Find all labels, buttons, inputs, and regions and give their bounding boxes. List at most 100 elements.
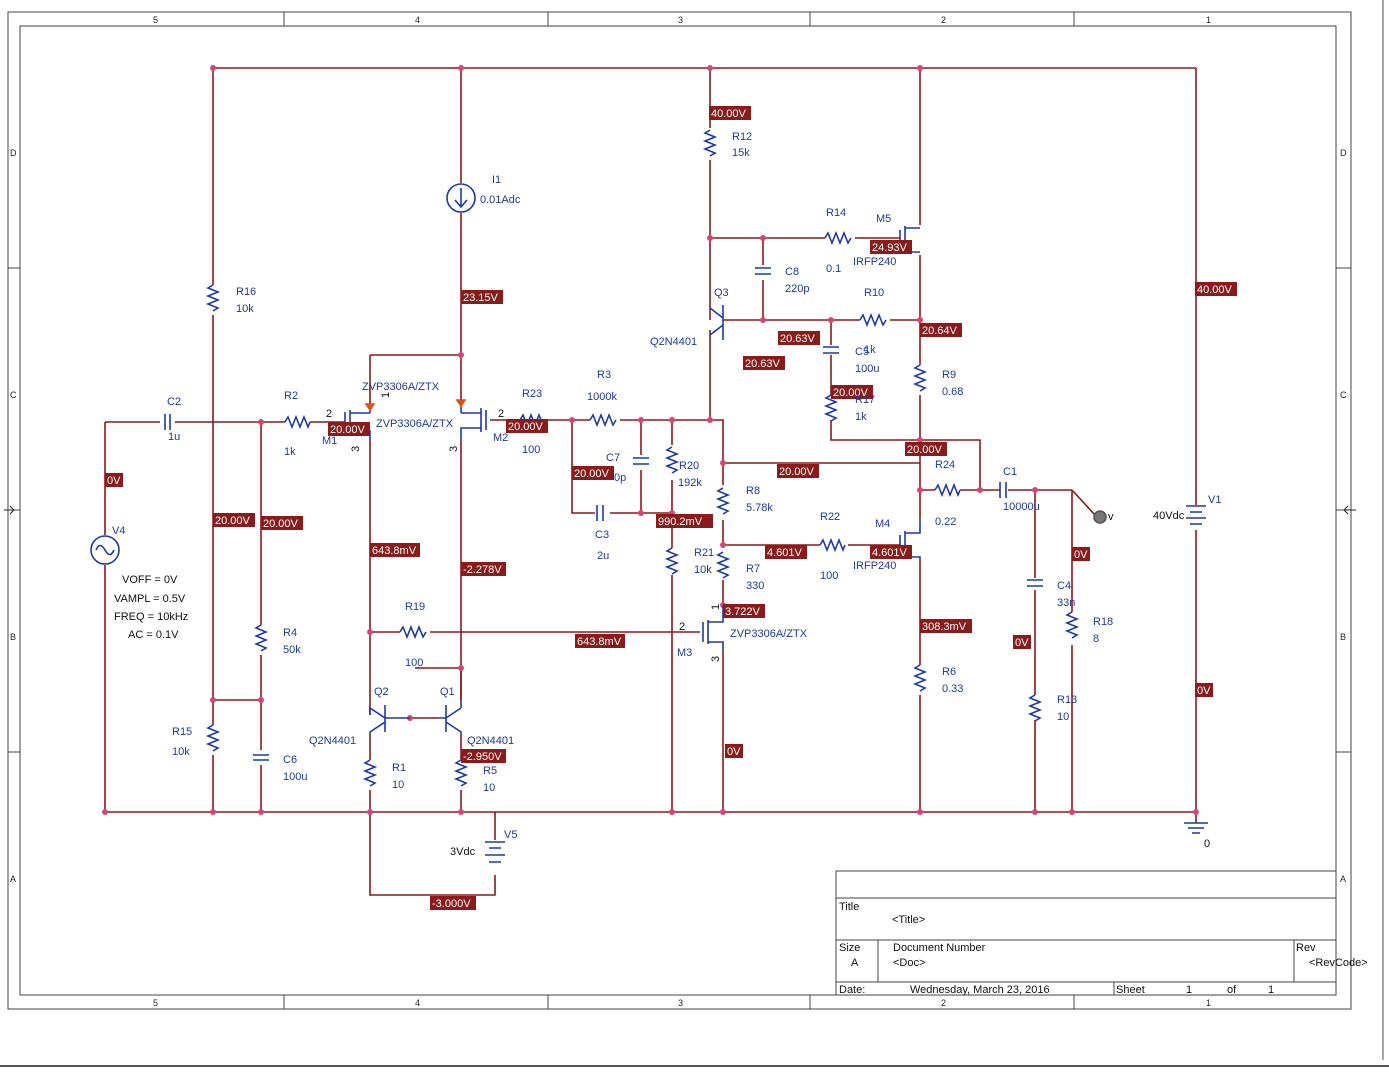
zone-row-left-c: C (10, 390, 17, 400)
voltage-marker: 20.00V (905, 442, 947, 456)
voltage-marker-text: 0V (1197, 685, 1211, 697)
value-r5: 10 (483, 782, 495, 794)
label-r13: R13 (1057, 694, 1077, 706)
label-r6: R6 (942, 666, 956, 678)
component-symbols (90, 129, 1208, 863)
value-r16: 10k (236, 303, 254, 315)
label-r10: R10 (864, 287, 884, 299)
v1-battery-symbol (1186, 505, 1206, 525)
value-v5: 3Vdc (450, 846, 476, 858)
r16-resistor-symbol (205, 284, 221, 312)
label-r7: R7 (746, 563, 760, 575)
voltage-marker: 40.00V (1195, 282, 1237, 296)
voltage-marker-text: 20.00V (330, 424, 366, 436)
value-r12: 15k (732, 147, 750, 159)
r10-resistor-symbol (859, 312, 887, 328)
ground-symbol (1184, 822, 1208, 834)
label-r3: R3 (597, 369, 611, 381)
value-r7: 330 (746, 580, 764, 592)
v4-parameters: VOFF = 0V VAMPL = 0.5V FREQ = 10kHz AC =… (114, 574, 188, 641)
voltage-marker-text: 20.64V (922, 325, 958, 337)
value-c2: 1u (168, 431, 180, 443)
voltage-marker: 20.00V (777, 464, 819, 478)
voltage-marker-text: 20.63V (745, 358, 781, 370)
zone-row-right-c: C (1340, 390, 1347, 400)
size-label: Size (839, 942, 860, 954)
value-c4: 33n (1057, 597, 1075, 609)
value-r24: 0.22 (935, 516, 956, 528)
label-r8: R8 (746, 485, 760, 497)
voltage-marker-text: 0V (1015, 637, 1029, 649)
label-r9: R9 (942, 369, 956, 381)
q3-transistor-symbol (709, 305, 724, 340)
date-value: Wednesday, March 23, 2016 (910, 984, 1050, 996)
zone-row-right-a: A (1340, 874, 1346, 884)
voltage-marker: 20.00V (831, 385, 873, 399)
value-i1: 0.01Adc (480, 194, 521, 206)
voltage-marker-text: 40.00V (1197, 284, 1233, 296)
voltage-marker-text: 20.00V (779, 466, 815, 478)
label-r24: R24 (935, 459, 955, 471)
label-r1: R1 (392, 762, 406, 774)
r6-resistor-symbol (912, 664, 928, 692)
voltage-marker: 643.8mV (370, 543, 420, 557)
voltage-marker: 23.15V (461, 290, 503, 304)
label-q2: Q2 (374, 686, 389, 698)
label-r14: R14 (826, 207, 846, 219)
label-q3: Q3 (714, 287, 729, 299)
label-c2: C2 (167, 396, 181, 408)
voltage-marker: 0V (1013, 635, 1031, 649)
voltage-marker: 308.3mV (920, 619, 972, 633)
value-r3: 1000k (587, 391, 617, 403)
rev-value: <RevCode> (1309, 957, 1368, 969)
zone-col-bottom-2: 2 (941, 998, 946, 1008)
label-m1: M1 (322, 435, 337, 447)
voltage-marker-text: 23.15V (463, 292, 499, 304)
voltage-marker: 0V (105, 473, 123, 487)
r4-resistor-symbol (253, 624, 269, 652)
value-r4: 50k (283, 644, 301, 656)
sheet-value: 1 (1186, 984, 1192, 996)
sheet-frame: 5 4 3 2 1 5 4 3 2 1 D C B A D C B A (4, 11, 1356, 1010)
label-r18: R18 (1093, 616, 1113, 628)
label-v4: V4 (112, 525, 125, 537)
sheet-label: Sheet (1116, 984, 1145, 996)
voltage-marker-text: 0V (727, 746, 741, 758)
m2-mosfet-symbol (460, 408, 487, 440)
value-q3: Q2N4401 (650, 336, 697, 348)
voltage-marker-text: 40.00V (711, 108, 747, 120)
value-r15: 10k (172, 746, 190, 758)
zone-col-bottom-3: 3 (678, 998, 683, 1008)
label-r23: R23 (522, 388, 542, 400)
m3-pin-2: 2 (679, 621, 685, 633)
r2-resistor-symbol (284, 414, 311, 430)
value-r6: 0.33 (942, 683, 963, 695)
value-r22: 100 (820, 570, 838, 582)
label-r22: R22 (820, 511, 840, 523)
c2-capacitor-symbol (164, 414, 171, 430)
m2-pin-2: 2 (498, 408, 504, 420)
r5-resistor-symbol (453, 759, 469, 787)
value-r19: 100 (405, 657, 423, 669)
r12-resistor-symbol (702, 129, 718, 157)
voltage-marker-text: 20.63V (780, 333, 816, 345)
size-value: A (851, 957, 859, 969)
label-r16: R16 (236, 286, 256, 298)
label-c6: C6 (283, 754, 297, 766)
probe-label: v (1108, 511, 1114, 523)
voltage-marker-text: 0V (107, 475, 121, 487)
m3-pin-1: 1 (710, 604, 722, 610)
voltage-marker: 4.601V (765, 545, 807, 559)
voltage-probe-symbol (1093, 510, 1107, 524)
label-c1: C1 (1003, 466, 1017, 478)
label-r12: R12 (732, 131, 752, 143)
r13-resistor-symbol (1027, 694, 1043, 722)
voltage-marker: 20.63V (778, 331, 820, 345)
q2-transistor-symbol (369, 705, 410, 735)
r21-resistor-symbol (664, 547, 680, 575)
voltage-marker-text: 3.722V (725, 606, 761, 618)
voltage-marker-text: 4.601V (767, 547, 803, 559)
of-value: 1 (1268, 984, 1274, 996)
value-q2: Q2N4401 (309, 735, 356, 747)
m3-mosfet-symbol (702, 605, 724, 650)
